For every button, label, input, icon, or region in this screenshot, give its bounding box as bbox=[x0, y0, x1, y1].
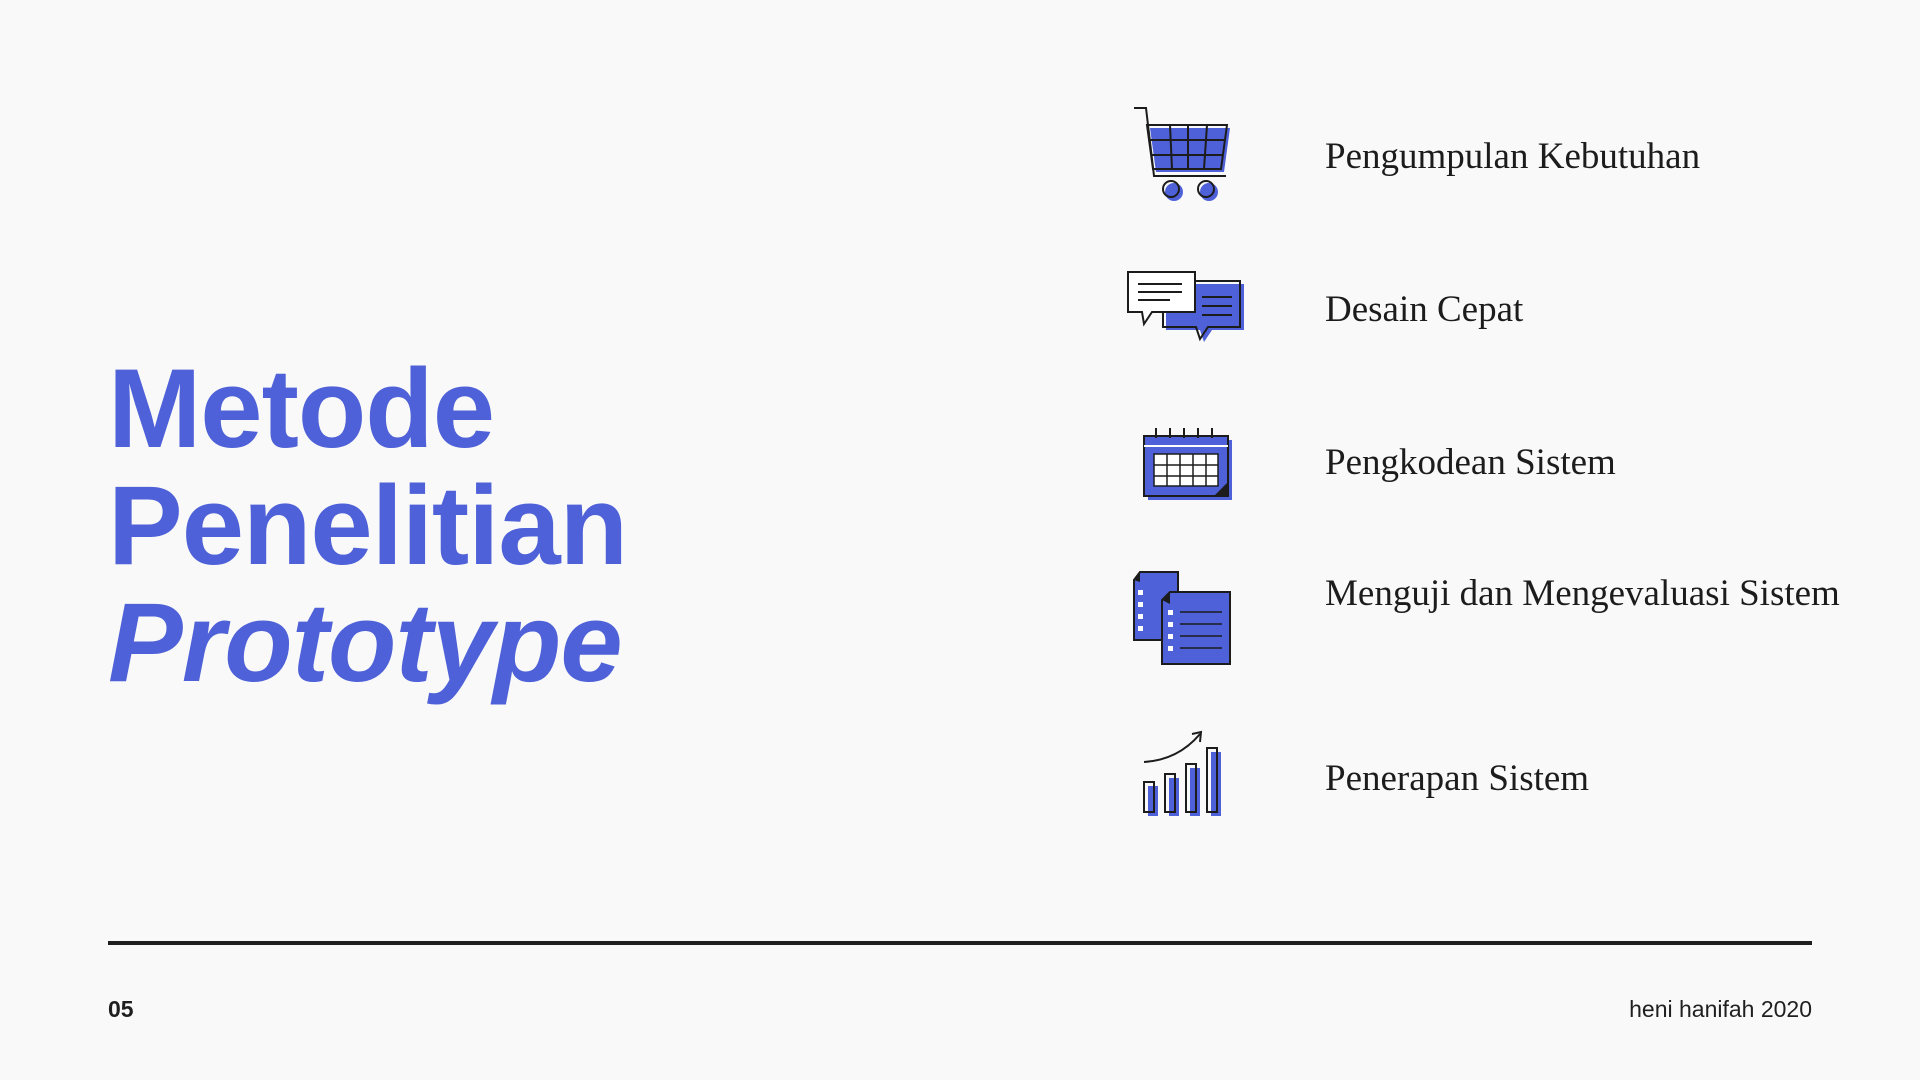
footer-credit: heni hanifah 2020 bbox=[1629, 996, 1812, 1022]
footer-divider bbox=[108, 941, 1812, 945]
chat-bubbles-icon bbox=[1120, 250, 1250, 370]
step-label-pengumpulan: Pengumpulan Kebutuhan bbox=[1325, 136, 1701, 177]
growth-chart-icon bbox=[1120, 712, 1250, 832]
step-label-menguji: Menguji dan Mengevaluasi Sistem bbox=[1325, 573, 1840, 614]
documents-icon bbox=[1120, 560, 1250, 680]
calendar-icon bbox=[1120, 410, 1250, 530]
step-label-desain: Desain Cepat bbox=[1325, 289, 1524, 330]
method-steps-list: Pengumpulan Kebutuhan Desain Cepat bbox=[1120, 0, 1920, 900]
step-label-pengkodean: Pengkodean Sistem bbox=[1325, 442, 1616, 483]
title-line-penelitian: Penelitian bbox=[108, 463, 628, 588]
slide-title: Metode Penelitian Prototype bbox=[108, 346, 628, 705]
title-line-prototype: Prototype bbox=[108, 580, 623, 705]
title-line-metode: Metode bbox=[108, 346, 495, 471]
shopping-cart-icon bbox=[1120, 98, 1250, 218]
step-label-penerapan: Penerapan Sistem bbox=[1325, 758, 1590, 799]
page-number: 05 bbox=[108, 996, 134, 1022]
